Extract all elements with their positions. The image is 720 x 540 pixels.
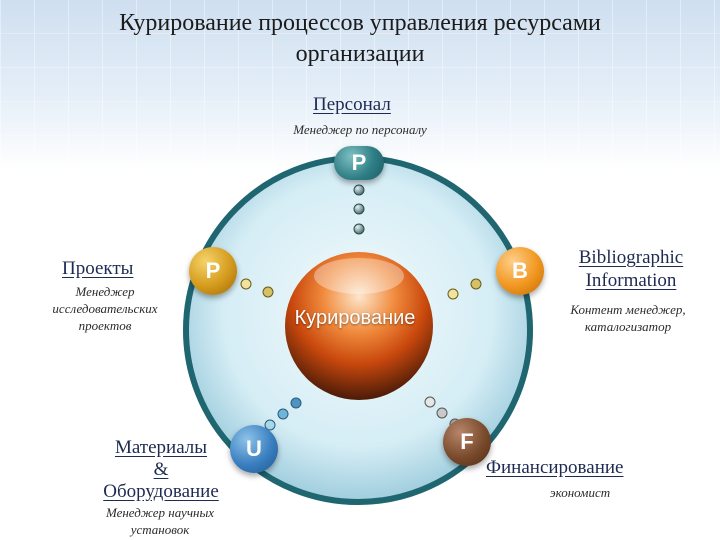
- center-label: Курирование: [294, 307, 416, 329]
- node-left-title: Проекты: [62, 258, 134, 279]
- bead-chain-icon: [353, 203, 365, 215]
- bead-chain-icon: [424, 396, 436, 408]
- header-grid-pattern: [0, 0, 720, 170]
- bead-chain-icon: [353, 184, 365, 196]
- node-right-subtitle: Контент менеджер, каталогизатор: [570, 302, 686, 334]
- bead-chain-icon: [436, 407, 448, 419]
- node-top-subtitle: Менеджер по персоналу: [293, 122, 427, 137]
- page-title-line-2: организации: [295, 41, 425, 67]
- node-right-title: Bibliographic Information: [556, 246, 706, 292]
- connector-left: [240, 278, 274, 298]
- node-bottom-left-subtitle: Менеджер научных установок: [105, 505, 215, 537]
- page-title: Курирование процессов управления ресурса…: [60, 8, 660, 70]
- page-title-line-1: Курирование процессов управления ресурса…: [119, 10, 601, 36]
- node-bottom-left-title-line-1: Материалы: [114, 437, 208, 458]
- connector-top: [353, 184, 365, 235]
- bead-chain-icon: [290, 397, 302, 409]
- bead-chain-icon: [353, 223, 365, 235]
- bead-chain-icon: [264, 419, 276, 431]
- node-bottom-left-title: Материалы & Оборудование: [76, 437, 246, 503]
- bead-chain-icon: [262, 286, 274, 298]
- node-left-subtitle: Менеджер исследовательских проектов: [52, 284, 158, 333]
- node-top-badge: P: [334, 146, 384, 180]
- node-bottom-right-subtitle: экономист: [549, 485, 611, 500]
- header-background: [0, 0, 720, 170]
- bead-chain-icon: [470, 278, 482, 290]
- bead-chain-icon: [277, 408, 289, 420]
- node-bottom-right-badge: F: [443, 418, 491, 466]
- node-right-badge: B: [496, 247, 544, 295]
- node-bottom-left-title-line-3: Оборудование: [103, 481, 219, 502]
- node-left-badge: P: [189, 247, 237, 295]
- node-right-title-line-1: Bibliographic: [578, 247, 684, 268]
- node-top-title: Персонал: [313, 94, 391, 115]
- connector-right: [447, 278, 482, 300]
- bead-chain-icon: [447, 288, 459, 300]
- node-bottom-left-title-line-2: &: [153, 459, 169, 480]
- node-bottom-right-title: Финансирование: [486, 457, 624, 478]
- center-sphere-highlight: [314, 258, 404, 294]
- connector-bottom-left: [264, 397, 302, 431]
- node-bottom-left-badge: U: [230, 425, 278, 473]
- center-sphere: [285, 252, 433, 400]
- node-right-title-line-2: Information: [585, 270, 677, 291]
- bead-chain-icon: [240, 278, 252, 290]
